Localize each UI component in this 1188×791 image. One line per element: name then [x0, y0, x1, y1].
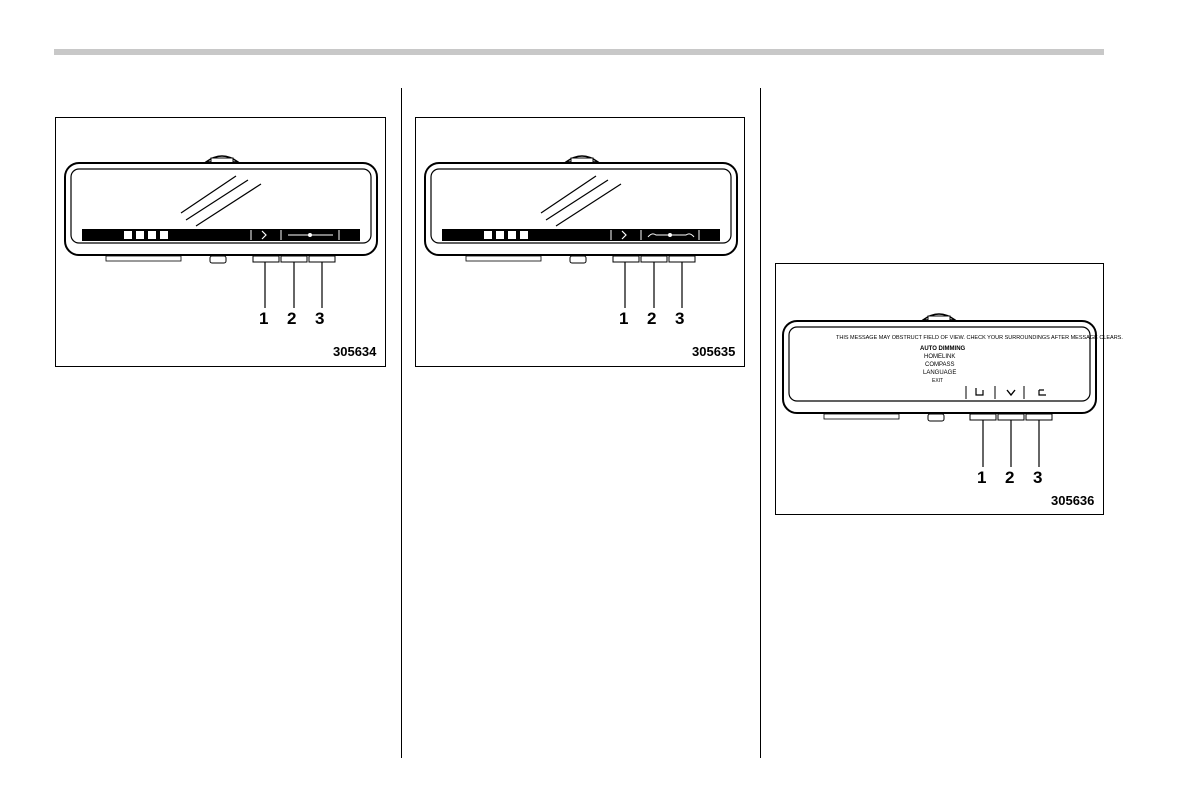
- menu-item-language: LANGUAGE: [923, 370, 956, 376]
- mirror-button-3: [1026, 414, 1052, 420]
- figure-id: 305636: [1051, 493, 1094, 508]
- callout-1: 1: [259, 309, 268, 329]
- callout-1: 1: [619, 309, 628, 329]
- mirror-button-2: [641, 256, 667, 262]
- figure-id: 305635: [692, 344, 735, 359]
- mirror-button-3: [669, 256, 695, 262]
- mirror-illustration-2: [416, 118, 744, 366]
- header-rule: [54, 49, 1104, 55]
- callout-3: 3: [675, 309, 684, 329]
- figure-305636: THIS MESSAGE MAY OBSTRUCT FIELD OF VIEW.…: [775, 263, 1104, 515]
- column-separator-1: [401, 88, 402, 758]
- brightness-icon: [124, 231, 132, 239]
- vertical-arrows-icon: [496, 231, 504, 239]
- callout-3: 3: [315, 309, 324, 329]
- horizontal-arrows-icon: [508, 231, 516, 239]
- callout-2: 2: [647, 309, 656, 329]
- callout-2: 2: [287, 309, 296, 329]
- column-separator-2: [760, 88, 761, 758]
- mirror-button-1: [613, 256, 639, 262]
- mirror-button-3: [309, 256, 335, 262]
- mirror-button-1: [970, 414, 996, 420]
- menu-item-exit: EXIT: [932, 378, 943, 384]
- mirror-illustration-1: [56, 118, 385, 366]
- mirror-button-2: [998, 414, 1024, 420]
- menu-item-auto-dimming: AUTO DIMMING: [920, 346, 965, 352]
- vertical-arrows-icon: [136, 231, 144, 239]
- menu-item-homelink: HOMELINK: [924, 354, 955, 360]
- mirror-illustration-3: [776, 264, 1103, 514]
- tilt-icon: [520, 231, 528, 239]
- mirror-button-2: [281, 256, 307, 262]
- tilt-icon: [160, 231, 168, 239]
- figure-305635: 1 2 3 305635: [415, 117, 745, 367]
- callout-2: 2: [1005, 468, 1014, 488]
- figure-305634: 1 2 3 305634: [55, 117, 386, 367]
- warning-message: THIS MESSAGE MAY OBSTRUCT FIELD OF VIEW.…: [836, 335, 1123, 341]
- callout-3: 3: [1033, 468, 1042, 488]
- mirror-button-1: [253, 256, 279, 262]
- brightness-icon: [484, 231, 492, 239]
- callout-1: 1: [977, 468, 986, 488]
- menu-item-compass: COMPASS: [925, 362, 955, 368]
- horizontal-arrows-icon: [148, 231, 156, 239]
- figure-id: 305634: [333, 344, 376, 359]
